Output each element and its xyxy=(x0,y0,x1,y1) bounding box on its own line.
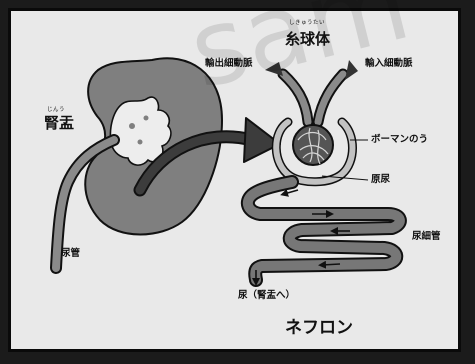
renal-tubule xyxy=(248,182,400,282)
afferent-arrow xyxy=(345,60,358,80)
flow-arrow-1 xyxy=(284,190,298,194)
renal-pelvis-label: 腎盂 xyxy=(44,116,74,131)
bowman-label: ボーマンのう xyxy=(371,135,428,145)
efferent-label: 輸出細動脈 xyxy=(205,59,253,69)
kidney xyxy=(56,58,222,268)
renal-pelvis-ruby: じんう xyxy=(47,108,65,114)
pelvis-hole-1 xyxy=(129,123,135,129)
vessels xyxy=(265,60,358,122)
glomerulus-ruby: しきゅうたい xyxy=(289,21,325,27)
tubule-label: 尿細管 xyxy=(412,232,441,242)
pelvis-hole-2 xyxy=(144,116,149,121)
nephron-title: ネフロン xyxy=(285,320,353,337)
urine-out-label: 尿（腎盂へ） xyxy=(238,291,295,301)
primary-urine-label: 原尿 xyxy=(371,175,390,185)
ureter-label: 尿管 xyxy=(61,249,80,259)
flow-arrow-4 xyxy=(322,264,340,265)
efferent-arrow xyxy=(265,62,283,76)
pelvis-hole-3 xyxy=(138,140,143,145)
glomerulus-tuft xyxy=(293,125,333,165)
bowman-capsule xyxy=(276,122,352,182)
glomerulus-label: 糸球体 xyxy=(285,32,330,47)
afferent-label: 輸入細動脈 xyxy=(365,59,413,69)
